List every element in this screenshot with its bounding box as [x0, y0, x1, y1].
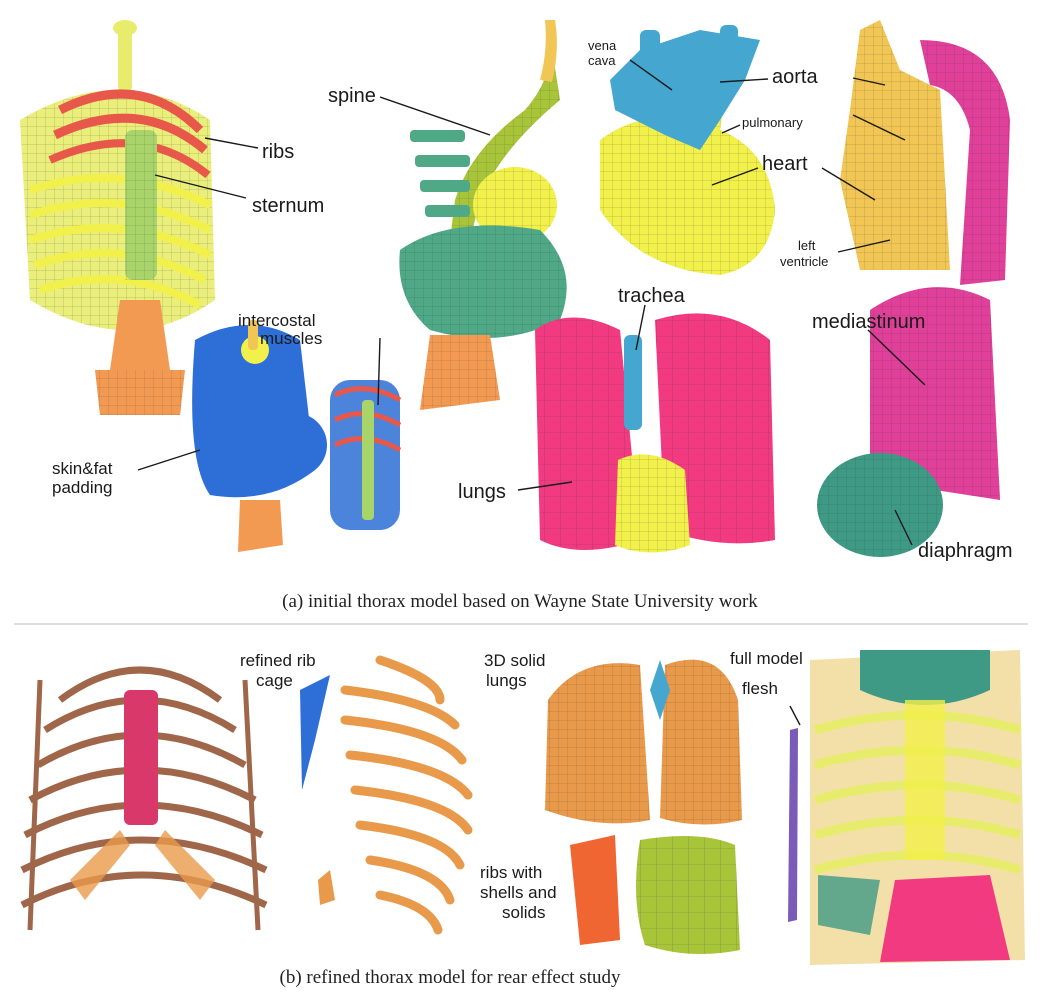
label-solid-lungs-line1: 3D solid [484, 651, 545, 670]
label-aorta: aorta [772, 66, 818, 88]
label-ribs-shells-line3: solids [502, 903, 545, 922]
label-intercostal-line2: muscles [260, 329, 322, 348]
label-ribs-shells-line2: shells and [480, 883, 557, 902]
label-full-model: full model [730, 649, 803, 668]
full-thorax-model [788, 650, 1025, 965]
label-left-ventricle-line1: left [798, 238, 816, 253]
label-ribs: ribs [262, 141, 294, 163]
label-refined-rib-line1: refined rib [240, 651, 316, 670]
label-left-ventricle-line2: ventricle [780, 254, 828, 269]
label-ribs-shells-line1: ribs with [480, 863, 542, 882]
skin-fat-padding-model [192, 320, 327, 552]
rib-cage-model [20, 20, 215, 415]
caption-a: (a) initial thorax model based on Wayne … [282, 591, 758, 612]
label-flesh: flesh [742, 679, 778, 698]
label-skin-fat-line1: skin&fat [52, 459, 113, 478]
label-trachea: trachea [618, 285, 686, 307]
refined-rib-cage-side-model [300, 660, 468, 930]
panel-b: refined rib cage 3D solid lungs full mod… [22, 649, 1025, 988]
caption-b: (b) refined thorax model for rear effect… [280, 967, 621, 988]
label-intercostal-line1: intercostal [238, 311, 315, 330]
label-skin-fat-line2: padding [52, 478, 113, 497]
refined-rib-cage-front-model [22, 670, 266, 930]
panel-a: ribs sternum spine vena cava aorta pulmo… [20, 20, 1013, 612]
label-heart: heart [762, 153, 808, 175]
ribs-shells-solids-model [570, 835, 740, 954]
label-lungs: lungs [458, 481, 506, 503]
label-diaphragm: diaphragm [918, 540, 1013, 562]
heart-model [600, 25, 775, 275]
label-pulmonary: pulmonary [742, 115, 803, 130]
panel-b-leader-lines [790, 706, 800, 725]
label-sternum: sternum [252, 195, 324, 217]
label-spine: spine [328, 85, 376, 107]
solid-lungs-model [545, 660, 742, 825]
lungs-model [535, 313, 775, 552]
intercostal-muscles-model [330, 380, 400, 530]
label-mediastinum: mediastinum [812, 311, 925, 333]
label-refined-rib-line2: cage [256, 671, 293, 690]
label-solid-lungs-line2: lungs [486, 671, 527, 690]
label-vena-cava-line2: cava [588, 53, 616, 68]
label-vena-cava-line1: vena [588, 38, 617, 53]
